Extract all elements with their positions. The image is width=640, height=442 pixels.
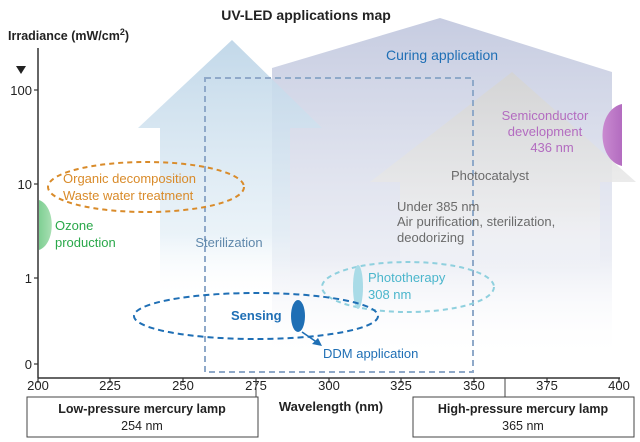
y-tick-100: 100	[10, 83, 32, 98]
sensing-marker	[291, 300, 305, 332]
organic-ellipse	[47, 161, 245, 213]
semiconductor-label-3: 436 nm	[530, 140, 573, 155]
photocatalyst-label: Photocatalyst	[451, 168, 529, 183]
low-lamp-nm: 254 nm	[121, 419, 163, 433]
curing-label: Curing application	[386, 47, 498, 63]
x-ticks	[37, 378, 620, 383]
y-axis-label: Irradiance (mW/cm2)	[8, 27, 129, 43]
photocatalyst-desc-3: deodorizing	[397, 230, 464, 245]
phototherapy-marker	[353, 265, 363, 309]
photocatalyst-desc-1: Under 385 nm	[397, 199, 479, 214]
high-lamp-box	[412, 396, 635, 438]
sensing-label: Sensing	[231, 308, 282, 323]
x-tick-200: 200	[27, 378, 49, 393]
x-tick-225: 225	[99, 378, 121, 393]
phototherapy-ellipse	[321, 261, 495, 313]
phototherapy-label-1: Phototherapy	[368, 270, 446, 285]
ddm-label: DDM application	[323, 346, 418, 361]
dashed-region-box	[204, 77, 474, 373]
x-axis-label: Wavelength (nm)	[279, 399, 383, 414]
x-tick-400: 400	[608, 378, 630, 393]
y-ticks	[34, 89, 38, 365]
organic-label-1: Organic decomposition	[63, 171, 196, 186]
ozone-label-1: Ozone	[55, 218, 93, 233]
x-tick-375: 375	[536, 378, 558, 393]
photocatalyst-desc-2: Air purification, sterilization,	[397, 214, 555, 229]
x-tick-325: 325	[390, 378, 412, 393]
phototherapy-label-2: 308 nm	[368, 287, 411, 302]
semiconductor-label-1: Semiconductor	[502, 108, 589, 123]
photocatalyst-arrow-shape	[370, 72, 636, 270]
ddm-pointer-arrow-icon	[312, 338, 322, 346]
ozone-label-2: production	[55, 235, 116, 250]
y-tick-1: 1	[25, 271, 32, 286]
low-lamp-label: Low-pressure mercury lamp	[58, 402, 226, 416]
low-lamp-box	[26, 396, 259, 438]
y-tick-0: 0	[25, 357, 32, 372]
high-lamp-nm: 365 nm	[502, 419, 544, 433]
x-tick-300: 300	[318, 378, 340, 393]
sterilization-arrow-shape	[138, 40, 322, 300]
y-tick-10: 10	[18, 177, 32, 192]
semiconductor-label-2: development	[508, 124, 583, 139]
high-lamp-label: High-pressure mercury lamp	[438, 402, 609, 416]
sensing-ellipse	[133, 292, 379, 340]
semiconductor-marker	[602, 104, 622, 166]
x-tick-250: 250	[172, 378, 194, 393]
sterilization-label: Sterilization	[195, 235, 262, 250]
y-axis-arrow-icon	[16, 66, 26, 74]
ozone-marker	[39, 200, 52, 250]
chart-title: UV-LED applications map	[221, 7, 391, 23]
organic-label-2: Waste water treatment	[63, 188, 194, 203]
x-tick-350: 350	[463, 378, 485, 393]
